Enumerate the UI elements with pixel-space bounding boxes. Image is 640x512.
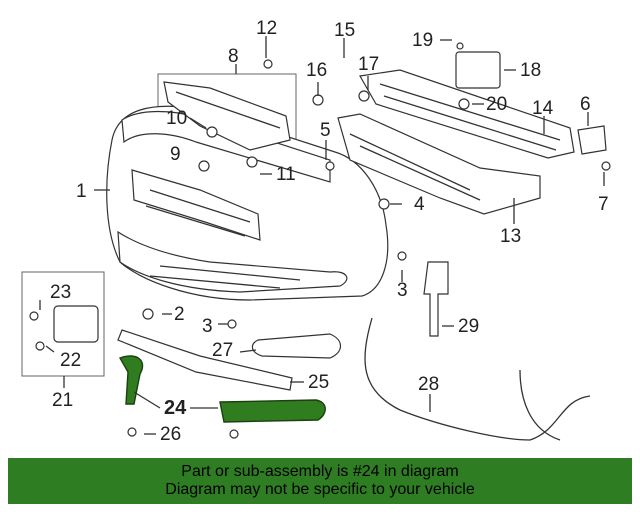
callout-3-upper: 3: [397, 280, 408, 301]
callout-8: 8: [228, 46, 239, 67]
banner-line-1: Part or sub-assembly is #24 in diagram: [181, 463, 459, 480]
callout-17: 17: [358, 54, 379, 75]
callout-15: 15: [334, 20, 355, 41]
callout-5: 5: [320, 120, 331, 141]
callout-16: 16: [306, 60, 327, 81]
callout-9: 9: [170, 144, 181, 165]
callout-24: 24: [164, 397, 187, 419]
license-bracket: [53, 305, 99, 343]
bumper-fascia: [106, 105, 389, 301]
callout-3-lower: 3: [202, 316, 213, 337]
lamp-bezel: [251, 333, 342, 359]
callout-11: 11: [276, 164, 296, 185]
callout-28: 28: [418, 374, 439, 395]
lower-deflector: [117, 329, 293, 391]
callout-29: 29: [458, 316, 479, 337]
fasteners: [29, 42, 611, 439]
leader-lines: [39, 36, 605, 435]
callout-21: 21: [52, 390, 73, 411]
callout-7: 7: [598, 194, 609, 215]
callout-6: 6: [580, 94, 591, 115]
impact-bar: [359, 69, 575, 159]
callout-18: 18: [520, 60, 541, 81]
callout-12: 12: [256, 18, 277, 39]
callout-13: 13: [500, 226, 521, 247]
wiring-harness: [364, 317, 591, 441]
callout-19: 19: [412, 30, 433, 51]
callout-27: 27: [212, 340, 233, 361]
energy-absorber: [337, 113, 541, 215]
callout-10: 10: [166, 108, 187, 129]
callout-26: 26: [160, 424, 181, 445]
fog-lamp: [577, 125, 607, 155]
banner-line-2: Diagram may not be specific to your vehi…: [165, 481, 475, 498]
highlighted-part-24: [118, 355, 326, 423]
callout-4: 4: [414, 194, 425, 215]
callout-14: 14: [532, 98, 554, 119]
bracket-18: [455, 51, 501, 89]
callout-2: 2: [174, 304, 185, 325]
detail-box-21: [21, 271, 105, 377]
callout-20: 20: [486, 94, 507, 115]
callout-25: 25: [308, 372, 329, 393]
sensor-bracket: [423, 261, 449, 337]
info-banner: Part or sub-assembly is #24 in diagram D…: [8, 458, 632, 504]
callout-22: 22: [60, 350, 81, 371]
callout-23: 23: [50, 282, 71, 303]
reinforcement-part: [163, 81, 291, 151]
callout-1: 1: [76, 181, 87, 202]
